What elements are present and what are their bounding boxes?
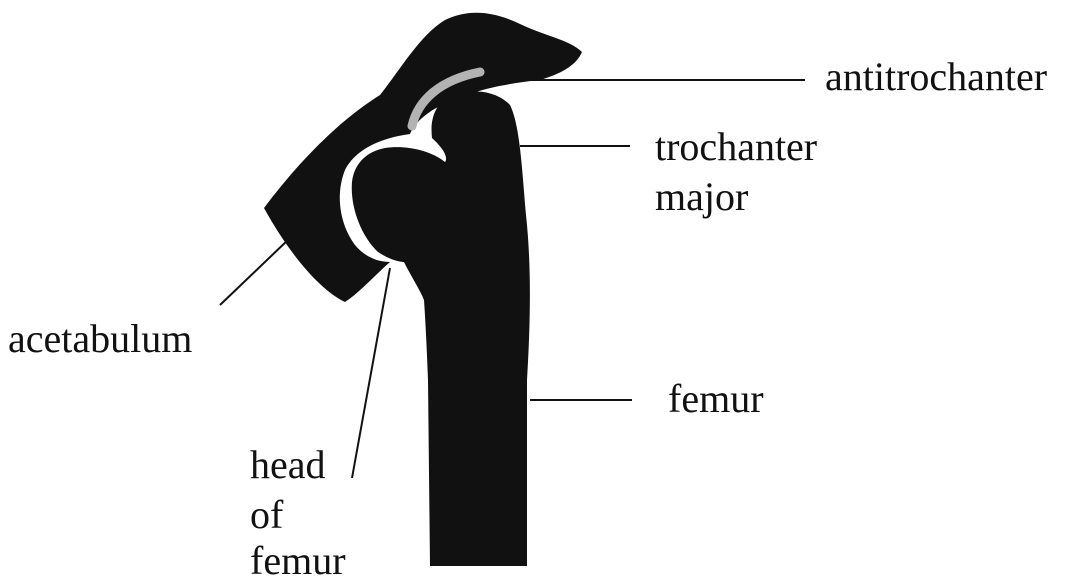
acetabulum-leader (220, 238, 290, 305)
femur-label: femur (668, 376, 764, 421)
trochanter-major-label-line2: major (655, 174, 748, 219)
head-of-femur-label-line1: head (250, 442, 326, 487)
head-of-femur-leader (352, 268, 390, 478)
antitrochanter-label: antitrochanter (825, 54, 1047, 99)
head-of-femur-label-line3: femur (250, 538, 346, 581)
trochanter-major-label-line1: trochanter (655, 124, 817, 169)
head-of-femur-label-line2: of (250, 492, 284, 537)
acetabulum-label: acetabulum (8, 316, 192, 361)
